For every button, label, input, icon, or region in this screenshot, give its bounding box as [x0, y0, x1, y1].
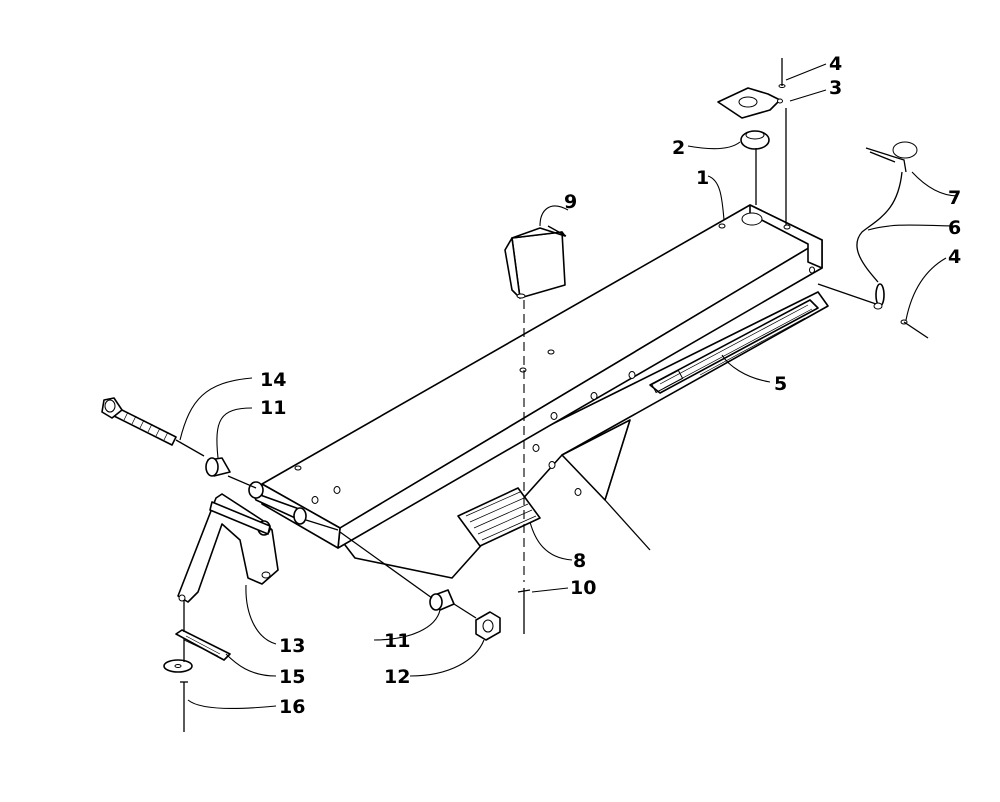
callout-15: 15 — [279, 666, 305, 688]
callout-14: 14 — [260, 369, 286, 391]
washer — [163, 659, 193, 673]
tether-pin-7 — [865, 141, 918, 173]
callout-9: 9 — [564, 191, 577, 213]
decal-8 — [457, 487, 541, 547]
callout-11-right: 11 — [384, 630, 410, 652]
callout-10: 10 — [570, 577, 596, 599]
decal-5 — [649, 299, 819, 394]
bushing-11-right — [429, 589, 455, 611]
wear-strip-15 — [175, 629, 231, 661]
callout-4-right: 4 — [948, 246, 961, 268]
screw-4-top — [778, 58, 786, 88]
screw-16 — [180, 681, 188, 732]
bracket-13 — [177, 481, 307, 603]
screw-4-right — [900, 319, 929, 339]
callout-11-left: 11 — [260, 397, 286, 419]
callout-1: 1 — [696, 167, 709, 189]
callout-7: 7 — [948, 187, 961, 209]
grommet-2 — [740, 130, 770, 150]
callout-13: 13 — [279, 635, 305, 657]
tether-cord-6 — [856, 171, 903, 310]
callout-16: 16 — [279, 696, 305, 718]
callout-labels: 1 2 3 4 7 6 4 5 9 14 11 8 10 13 11 12 15… — [260, 53, 961, 718]
screw-10 — [517, 588, 531, 634]
mounting-plate-3 — [717, 87, 783, 119]
callout-5: 5 — [774, 373, 787, 395]
callout-6: 6 — [948, 217, 961, 239]
callout-12: 12 — [384, 666, 410, 688]
callout-3: 3 — [829, 77, 842, 99]
nut-12 — [475, 611, 501, 641]
clip-9 — [504, 225, 567, 299]
callout-4-top: 4 — [829, 53, 842, 75]
bolt-14 — [101, 397, 177, 446]
callout-8: 8 — [573, 550, 586, 572]
assembly-centerlines — [175, 108, 877, 662]
callout-2: 2 — [672, 137, 685, 159]
bushing-11-left — [205, 457, 231, 477]
leader-lines — [179, 63, 959, 710]
